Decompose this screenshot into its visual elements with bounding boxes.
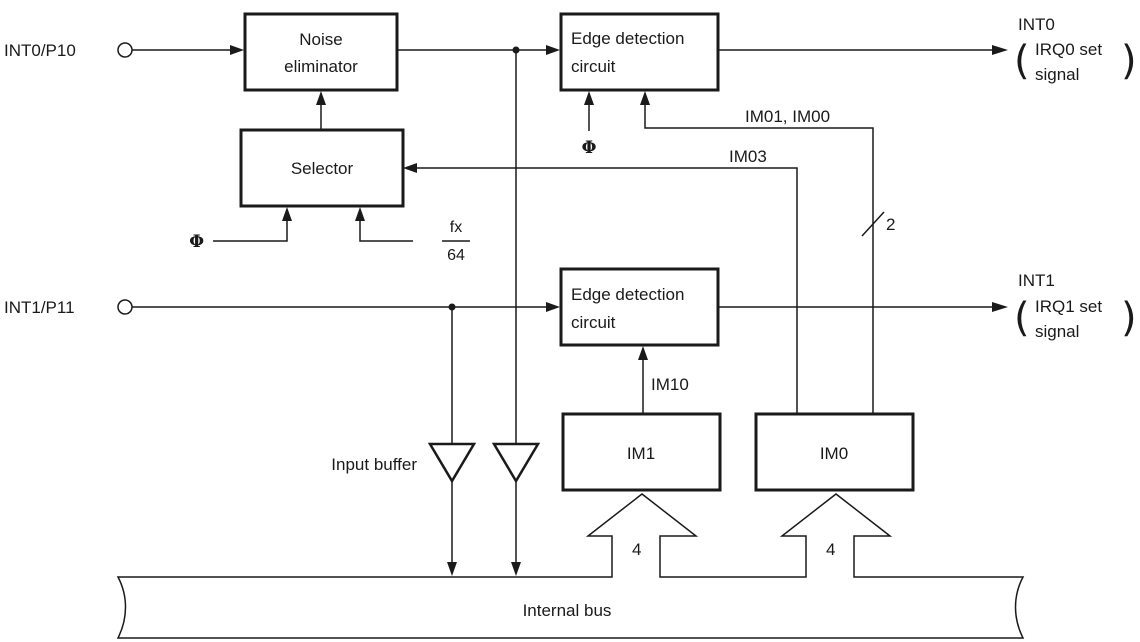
int1-output-line2: signal — [1035, 322, 1079, 341]
input-buffer-label: Input buffer — [331, 455, 417, 474]
edge0-label-2: circuit — [571, 57, 616, 76]
edge-detection-circuit-1 — [559, 267, 720, 347]
int0-pin-label: INT0/P10 — [4, 41, 76, 60]
bus-width-4b-label: 4 — [826, 540, 835, 559]
int1-right-paren: ) — [1121, 295, 1137, 341]
internal-bus — [116, 493, 1025, 639]
noise-eliminator-label-2: eliminator — [284, 57, 358, 76]
int1-left-paren: ( — [1014, 295, 1030, 341]
int0-pin-circle — [117, 42, 133, 58]
int0-output-line2: signal — [1035, 65, 1079, 84]
int0-right-paren: ) — [1121, 38, 1137, 84]
phi-edge0-label: Φ — [582, 138, 597, 158]
fx-denominator: 64 — [447, 247, 465, 264]
im1-register — [561, 412, 722, 492]
input-buffer-triangle-1 — [427, 442, 477, 484]
int0-output-name: INT0 — [1018, 15, 1055, 34]
bus-width-4a-label: 4 — [632, 540, 641, 559]
edge0-label-1: Edge detection — [571, 29, 684, 48]
im01-im00-label: IM01, IM00 — [745, 107, 830, 126]
bus-width-slash — [861, 211, 885, 237]
edge-detection-circuit-0 — [559, 12, 720, 92]
noise-eliminator-label-1: Noise — [299, 30, 342, 49]
im03-label: IM03 — [729, 147, 767, 166]
selector-block — [239, 128, 405, 208]
int1-pin-circle — [117, 299, 133, 315]
noise-eliminator-block — [243, 12, 399, 92]
edge1-label-2: circuit — [571, 313, 616, 332]
int1-pin-label: INT1/P11 — [4, 298, 75, 317]
im10-label: IM10 — [651, 375, 689, 394]
edge1-label-1: Edge detection — [571, 285, 684, 304]
int1-output-line1: IRQ1 set — [1035, 297, 1102, 316]
im0-register — [754, 412, 915, 492]
input-buffer-triangle-2 — [491, 442, 541, 484]
phi-selector-label: Φ — [189, 232, 204, 252]
int0-left-paren: ( — [1014, 38, 1030, 84]
int0-output-line1: IRQ0 set — [1035, 40, 1102, 59]
im0-label: IM0 — [820, 444, 848, 463]
fx-numerator: fx — [450, 219, 462, 236]
internal-bus-label: Internal bus — [523, 601, 612, 620]
int1-output-name: INT1 — [1018, 271, 1055, 290]
bus-width-2-label: 2 — [886, 215, 895, 234]
selector-label: Selector — [291, 159, 354, 178]
im1-label: IM1 — [627, 444, 655, 463]
